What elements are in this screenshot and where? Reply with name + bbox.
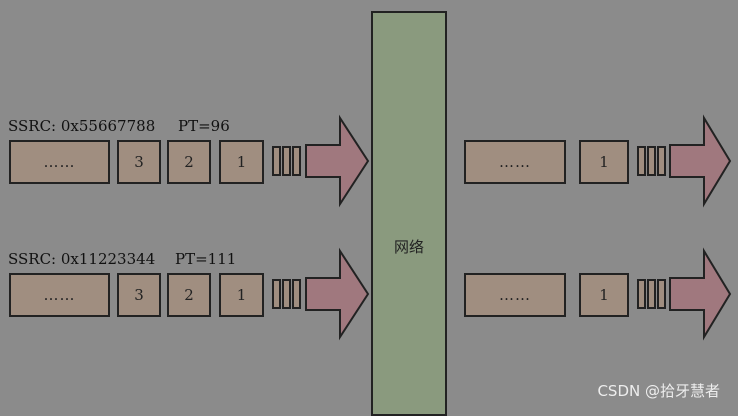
stream-1-sender-fragment <box>272 146 281 176</box>
stream-2-receiver-arrow <box>669 247 732 341</box>
stream-1-sender-fragment <box>292 146 301 176</box>
stream-1-sender-packet-ellipsis: …… <box>9 140 110 184</box>
stream-2-sender-packet-ellipsis: …… <box>9 273 110 317</box>
network-label: 网络 <box>393 238 424 256</box>
stream-2-receiver-packet-ellipsis: …… <box>464 273 566 317</box>
arrow-shape <box>669 247 732 341</box>
stream-2-sender-fragment <box>282 279 291 309</box>
stream-2-sender-arrow <box>305 247 370 341</box>
stream-1-receiver-fragment <box>657 146 666 176</box>
stream-1-pt-label: PT=96 <box>178 117 230 135</box>
stream-1-sender-packet-1: 1 <box>219 140 264 184</box>
arrow-shape <box>305 247 370 341</box>
stream-2-sender-fragment <box>292 279 301 309</box>
watermark: CSDN @拾牙慧者 <box>597 382 720 400</box>
stream-1-receiver-packet-1: 1 <box>579 140 629 184</box>
stream-1-sender-fragment <box>282 146 291 176</box>
stream-1-sender-arrow <box>305 114 370 208</box>
stream-1-receiver-fragment <box>647 146 656 176</box>
stream-2-sender-fragment <box>272 279 281 309</box>
stream-2-sender-packet-2: 2 <box>167 273 211 317</box>
stream-1-ssrc-label: SSRC: 0x55667788 <box>8 117 156 135</box>
stream-1-receiver-fragment <box>637 146 646 176</box>
network-block: 网络 <box>371 11 447 416</box>
stream-2-ssrc-label: SSRC: 0x11223344 <box>8 250 156 268</box>
stream-2-receiver-packet-1: 1 <box>579 273 629 317</box>
stream-2-sender-packet-1: 1 <box>219 273 264 317</box>
stream-2-sender-packet-3: 3 <box>117 273 161 317</box>
stream-2-receiver-fragment <box>637 279 646 309</box>
stream-2-pt-label: PT=111 <box>175 250 237 268</box>
stream-1-sender-packet-3: 3 <box>117 140 161 184</box>
stream-1-sender-packet-2: 2 <box>167 140 211 184</box>
stream-1-receiver-arrow <box>669 114 732 208</box>
arrow-shape <box>305 114 370 208</box>
stream-2-receiver-fragment <box>647 279 656 309</box>
stream-1-receiver-packet-ellipsis: …… <box>464 140 566 184</box>
arrow-shape <box>669 114 732 208</box>
stream-2-receiver-fragment <box>657 279 666 309</box>
